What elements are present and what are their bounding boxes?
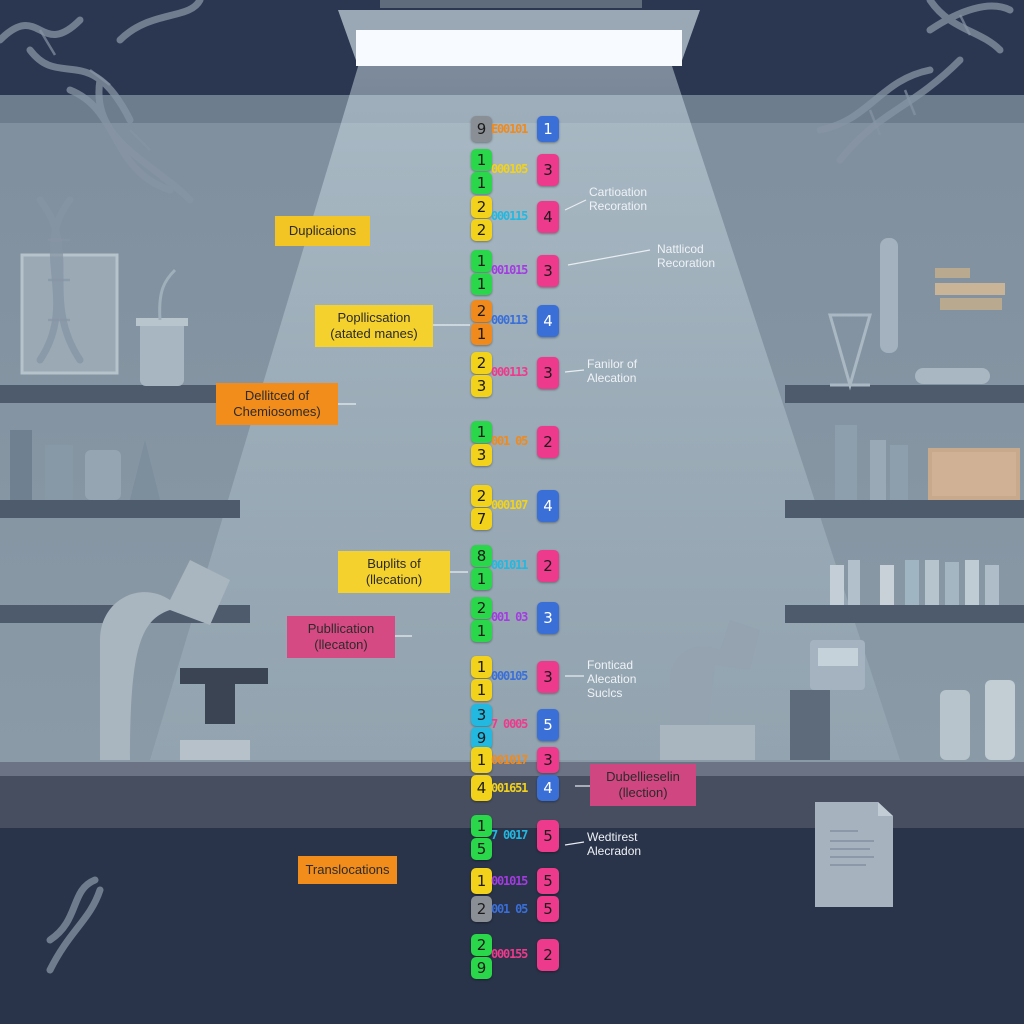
sequence-code: 000105 — [491, 162, 528, 176]
label-poplication: Popllicsation (atated manes) — [315, 305, 433, 347]
sequence-code: 000155 — [491, 947, 528, 961]
left-chip-lower: 3 — [471, 375, 492, 397]
left-chip-lower: 1 — [471, 620, 492, 642]
sequence-code: 001017 — [491, 753, 528, 767]
right-chip: 3 — [537, 357, 559, 389]
left-chip-lower: 9 — [471, 957, 492, 979]
right-chip: 5 — [537, 709, 559, 741]
sequence-code: 001651 — [491, 781, 528, 795]
left-chip: 3 — [471, 704, 492, 726]
left-chip: 2 — [471, 196, 492, 218]
left-chip: 2 — [471, 352, 492, 374]
left-chip-lower: 1 — [471, 273, 492, 295]
callout-fonticad: Fonticad Alecation Suclcs — [587, 658, 637, 700]
right-chip: 3 — [537, 747, 559, 773]
left-chip: 1 — [471, 421, 492, 443]
left-chip: 8 — [471, 545, 492, 567]
left-chip: 1 — [471, 250, 492, 272]
left-chip: 2 — [471, 597, 492, 619]
callout-cartioation: Cartioation Recoration — [589, 185, 648, 213]
sequence-code: E00101 — [491, 122, 528, 136]
sequence-code: 001015 — [491, 263, 528, 277]
sequence-code: 000105 — [491, 669, 528, 683]
label-publication: Publlication (llecaton) — [287, 616, 395, 658]
sequence-code: 001015 — [491, 874, 528, 888]
right-chip: 3 — [537, 602, 559, 634]
callout-nattlicod: Nattlicod Recoration — [657, 242, 716, 270]
left-chip: 1 — [471, 815, 492, 837]
right-chip: 1 — [537, 116, 559, 142]
right-chip: 2 — [537, 426, 559, 458]
left-chip-lower: 2 — [471, 219, 492, 241]
label-buplits: Buplits of (llecation) — [338, 551, 450, 593]
label-deleted-chromosomes: Dellitced of Chemiosomes) — [216, 383, 338, 425]
left-chip-lower: 1 — [471, 323, 492, 345]
left-chip: 1 — [471, 656, 492, 678]
right-chip: 5 — [537, 820, 559, 852]
sequence-code: 7 0017 — [491, 828, 528, 842]
right-chip: 4 — [537, 305, 559, 337]
right-chip: 5 — [537, 896, 559, 922]
left-chip: 4 — [471, 775, 492, 801]
sequence-code: 001 05 — [491, 434, 528, 448]
left-chip-lower: 1 — [471, 172, 492, 194]
left-chip: 2 — [471, 896, 492, 922]
right-chip: 4 — [537, 775, 559, 801]
left-chip-lower: 1 — [471, 679, 492, 701]
left-chip: 9 — [471, 116, 492, 142]
sequence-code: 7 0005 — [491, 717, 528, 731]
label-duplications: Duplicaions — [275, 216, 370, 246]
right-chip: 3 — [537, 661, 559, 693]
sequence-code: 000113 — [491, 365, 528, 379]
left-chip: 2 — [471, 934, 492, 956]
left-chip: 1 — [471, 747, 492, 773]
right-chip: 2 — [537, 550, 559, 582]
sequence-code: 001011 — [491, 558, 528, 572]
left-chip-lower: 9 — [471, 727, 492, 749]
callout-fanilor: Fanilor of Alecation — [587, 357, 638, 385]
right-chip: 3 — [537, 154, 559, 186]
left-chip: 2 — [471, 300, 492, 322]
label-dubelliesel: Dubellieselin (llection) — [590, 764, 696, 806]
sequence-code: 000115 — [491, 209, 528, 223]
right-chip: 2 — [537, 939, 559, 971]
sequence-code: 000107 — [491, 498, 528, 512]
left-chip-lower: 3 — [471, 444, 492, 466]
document-icon — [830, 830, 880, 890]
sequence-code: 001 03 — [491, 610, 528, 624]
right-chip: 5 — [537, 868, 559, 894]
right-chip: 4 — [537, 490, 559, 522]
left-chip: 2 — [471, 485, 492, 507]
label-translocations: Translocations — [298, 856, 397, 884]
callout-wedtirest: Wedtirest Alecradon — [587, 830, 642, 858]
right-chip: 3 — [537, 255, 559, 287]
right-chip: 4 — [537, 201, 559, 233]
left-chip: 1 — [471, 149, 492, 171]
left-chip-lower: 1 — [471, 568, 492, 590]
sequence-code: 000113 — [491, 313, 528, 327]
left-chip: 1 — [471, 868, 492, 894]
left-chip-lower: 7 — [471, 508, 492, 530]
sequence-code: 001 05 — [491, 902, 528, 916]
left-chip-lower: 5 — [471, 838, 492, 860]
